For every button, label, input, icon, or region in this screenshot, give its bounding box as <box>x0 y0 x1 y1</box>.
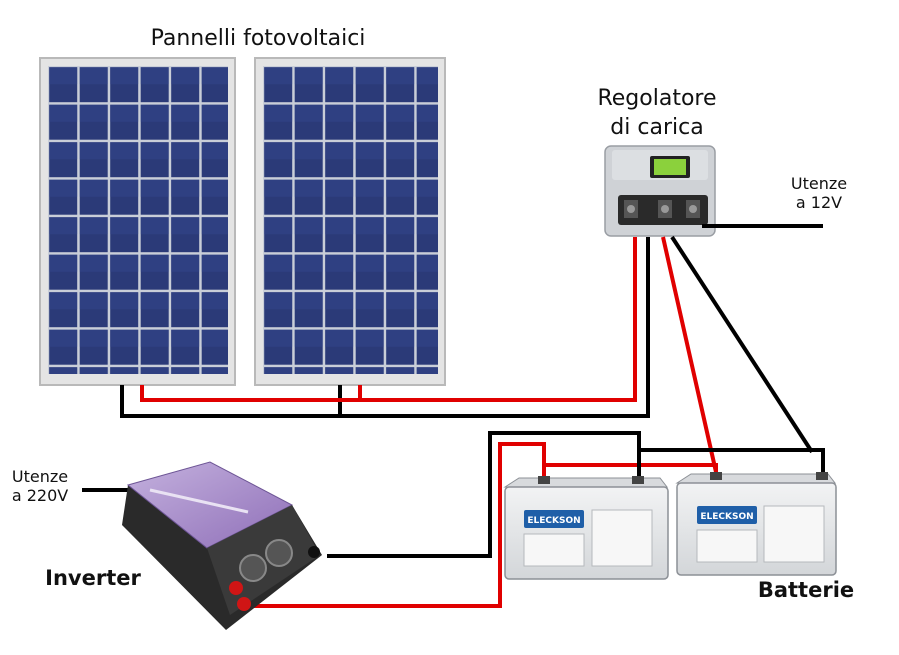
battery-right <box>675 472 837 576</box>
battery-wiring <box>250 431 825 608</box>
regulator-label: Regolatore di carica <box>572 84 742 142</box>
inverter-label: Inverter <box>45 566 141 590</box>
regulator-label-line1: Regolatore <box>597 86 717 111</box>
solar-panel-left <box>39 57 236 386</box>
panel-wiring <box>120 237 650 418</box>
loads-220v-label: Utenze a 220V <box>0 467 80 505</box>
batteries-label: Batterie <box>757 578 855 602</box>
loads-12v-label-line2: a 12V <box>795 193 843 212</box>
charge-regulator <box>604 145 716 237</box>
solar-panel-right <box>254 57 446 386</box>
inverter <box>122 461 322 630</box>
battery-left <box>503 476 669 580</box>
regulator-battery-wiring <box>661 235 814 473</box>
panels-label: Pannelli fotovoltaici <box>150 26 366 51</box>
loads-220v-label-line1: Utenze <box>11 467 69 486</box>
battery-left-brand: ELECKSON <box>527 516 580 526</box>
battery-right-brand: ELECKSON <box>700 512 753 522</box>
loads-220v-label-line2: a 220V <box>11 486 69 505</box>
regulator-label-line2: di carica <box>610 115 704 140</box>
loads-12v-label: Utenze a 12V <box>774 174 864 212</box>
loads-12v-label-line1: Utenze <box>790 174 848 193</box>
